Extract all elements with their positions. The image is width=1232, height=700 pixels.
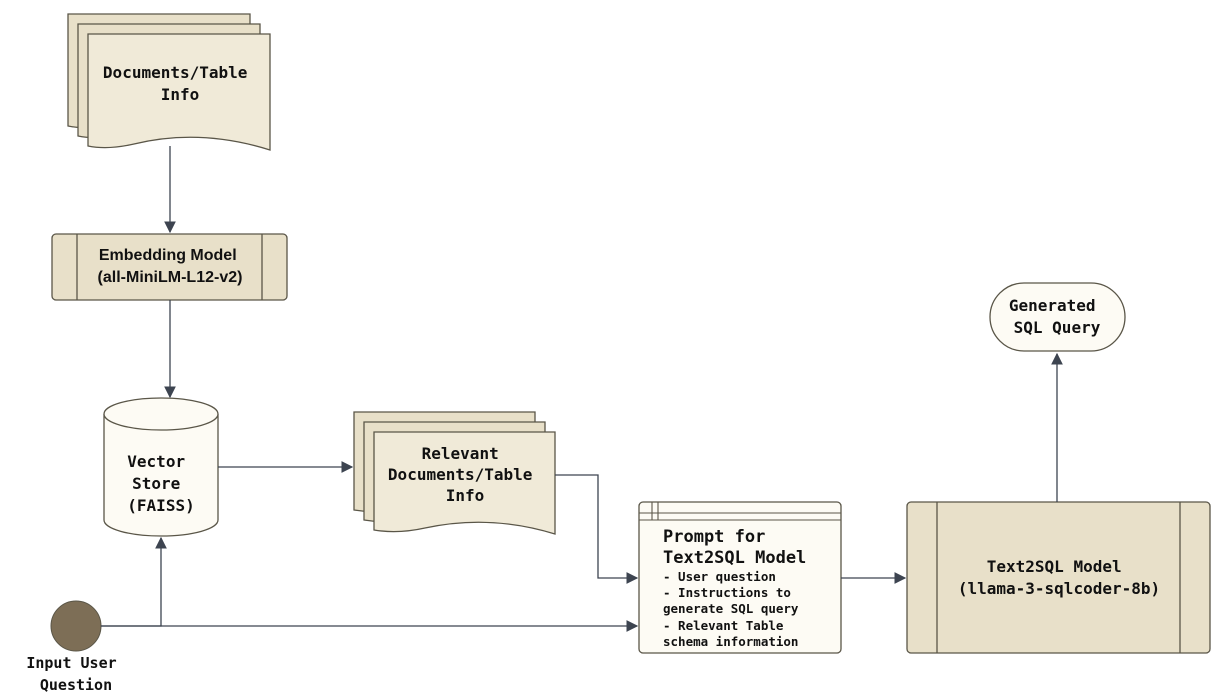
svg-text:Embedding Model (all-Min: Embedding Model (all-MiniLM-L12-v2) — [98, 247, 243, 286]
vector-store-label-line-1: Vector — [127, 452, 185, 471]
text2sql-label-line-1: Text2SQL Model — [987, 557, 1122, 576]
svg-text:Relevant Documents/Table: Relevant Documents/Table Info — [388, 444, 542, 505]
documents-label-line-1: Documents/Table — [103, 63, 248, 82]
connectors — [101, 146, 1063, 632]
text2sql-model-node: Text2SQL Model (llama-3-sqlcoder-8b) — [906, 501, 1211, 654]
prompt-item-2: - Instructions to — [663, 585, 791, 600]
embedding-label-line-2: (all-MiniLM-L12-v2) — [98, 269, 243, 286]
prompt-node: Prompt for Text2SQL Model - User questio… — [638, 501, 842, 654]
vector-store-node: Vector Store (FAISS) — [103, 397, 219, 537]
input-user-question-node: Input User Question — [26, 600, 125, 694]
arrow-relevant-docs-to-prompt — [555, 474, 639, 584]
relevant-docs-label-line-3: Info — [446, 486, 485, 505]
prompt-title-line-2: Text2SQL Model — [663, 548, 806, 568]
embedding-label-line-1: Embedding Model — [99, 247, 237, 264]
prompt-title-line-1: Prompt for — [663, 527, 765, 547]
svg-text:Generated SQL Query: Generated SQL Query — [1009, 296, 1105, 337]
output-label-line-1: Generated — [1009, 296, 1096, 315]
documents-table-info-node: Documents/Table Info — [67, 13, 271, 151]
output-label-line-2: SQL Query — [1014, 318, 1101, 337]
prompt-item-3: generate SQL query — [663, 601, 799, 616]
prompt-item-1: - User question — [663, 569, 776, 584]
relevant-docs-label-line-1: Relevant — [422, 444, 499, 463]
svg-text:Text2SQL Model (llama-3-: Text2SQL Model (llama-3-sqlcoder-8b) — [958, 557, 1160, 598]
input-label-line-2: Question — [40, 676, 112, 694]
svg-text:Vector Store (FAIS: Vector Store (FAISS) — [127, 452, 194, 515]
vector-store-label-line-2: Store — [132, 474, 180, 493]
text2sql-label-line-2: (llama-3-sqlcoder-8b) — [958, 579, 1160, 598]
input-label-line-1: Input User — [26, 654, 116, 672]
prompt-item-4: - Relevant Table — [663, 618, 784, 633]
embedding-model-node: Embedding Model (all-MiniLM-L12-v2) — [51, 233, 288, 301]
relevant-documents-node: Relevant Documents/Table Info — [353, 411, 556, 535]
svg-text:Input User Question: Input User Question — [26, 654, 125, 694]
generated-sql-query-node: Generated SQL Query — [989, 282, 1126, 352]
arrow-input-to-vector-store — [101, 536, 167, 627]
prompt-item-5: schema information — [663, 634, 798, 649]
svg-text:Prompt for Text2SQL Mode: Prompt for Text2SQL Model — [663, 527, 806, 568]
vector-store-label-line-3: (FAISS) — [127, 496, 194, 515]
svg-text:- User question - Instru: - User question - Instructions to genera… — [663, 569, 806, 649]
documents-label-line-2: Info — [161, 85, 200, 104]
svg-text:Documents/Table Info: Documents/Table Info — [103, 63, 257, 104]
relevant-docs-label-line-2: Documents/Table — [388, 465, 533, 484]
